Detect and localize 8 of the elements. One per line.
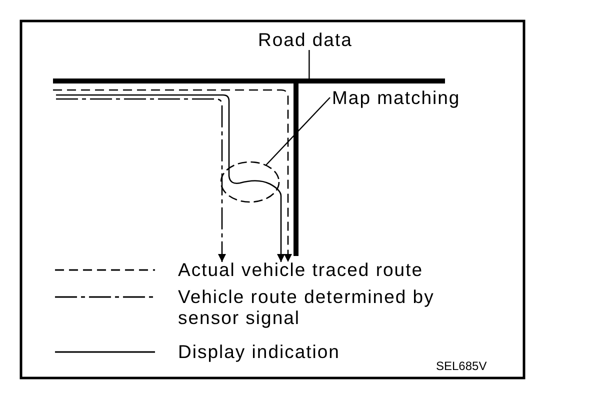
figure-code: SEL685V (436, 359, 487, 373)
legend-text: Vehicle route determined by sensor signal (178, 286, 436, 328)
leader-line (265, 97, 330, 166)
leader-line (308, 50, 310, 79)
legend-text: Actual vehicle traced route (178, 259, 424, 280)
callout-label: Map matching (332, 87, 460, 108)
callout-label: Road data (258, 29, 352, 50)
legend-text: Display indication (178, 341, 341, 362)
